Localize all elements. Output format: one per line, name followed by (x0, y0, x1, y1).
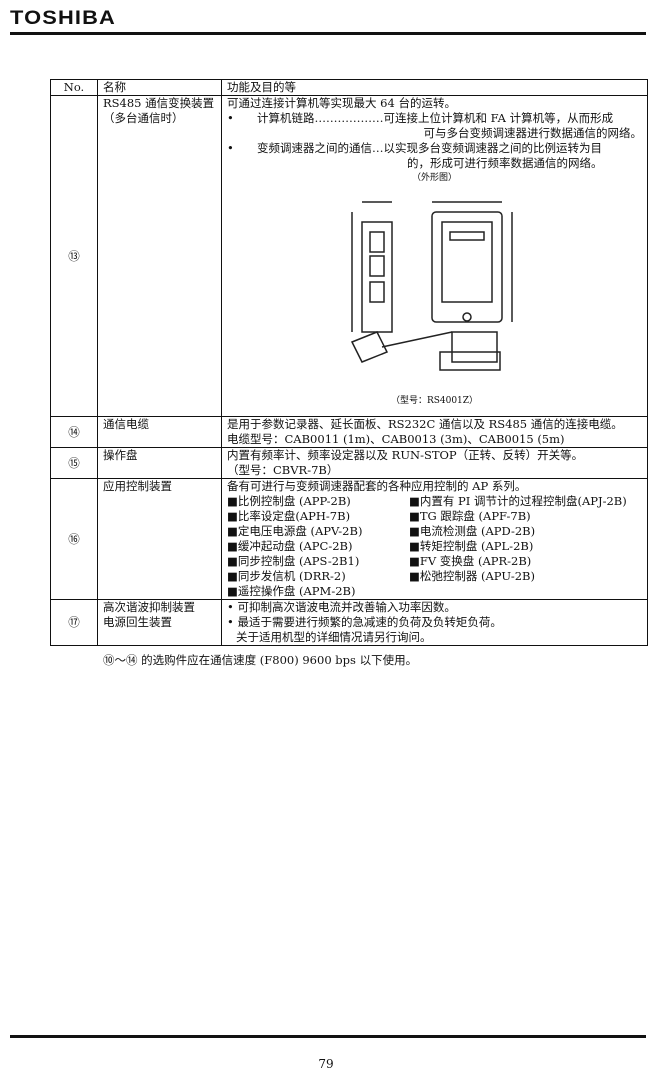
row-name: 操作盘 (97, 447, 222, 479)
row-description: 备有可进行与变频调速器配套的各种应用控制的 AP 系列。 ■比例控制盘 (APP… (221, 478, 648, 600)
table-row: ⑮ 操作盘 内置有频率计、频率设定器以及 RUN-STOP（正转、反转）开关等。… (50, 447, 648, 479)
row-name: 高次谐波抑制装置电源回生装置 (97, 599, 222, 646)
desc-line: 计算机链路………………可连接上位计算机和 FA 计算机等，从而形成 (257, 111, 614, 125)
bullet: • (227, 111, 234, 125)
list-item: ■内置有 PI 调节计的过程控制盘(APJ-2B) (409, 494, 627, 508)
figure-title: （外形图） (411, 173, 457, 183)
list-item: ■比例控制盘 (APP-2B) (227, 494, 351, 508)
list-item: ■缓冲起动盘 (APC-2B) (227, 539, 353, 553)
desc-line: 电缆型号：CAB0011 (1m)、CAB0013 (3m)、CAB0015 (… (227, 432, 565, 446)
desc-line: 是用于参数记录器、延长面板、RS232C 通信以及 RS485 通信的连接电缆。 (227, 417, 623, 431)
desc-line: 可通过连接计算机等实现最大 64 台的运转。 (227, 96, 456, 110)
row-number: ⑯ (50, 478, 98, 600)
row-name: 通信电缆 (97, 416, 222, 448)
table-row: ⑬ RS485 通信变换装置（多台通信时） 可通过连接计算机等实现最大 64 台… (50, 95, 648, 417)
row-description: • 可抑制高次谐波电流并改善输入功率因数。• 最适于需要进行频繁的急减速的负荷及… (221, 599, 648, 646)
list-item: ■TG 跟踪盘 (APF-7B) (409, 509, 531, 523)
desc-line: • 可抑制高次谐波电流并改善输入功率因数。 (227, 600, 456, 614)
list-item: ■定电压电源盘 (APV-2B) (227, 524, 363, 538)
options-table: No. 名称 功能及目的等 ⑬ RS485 通信变换装置（多台通信时） 可通过连… (50, 79, 648, 646)
desc-line: 关于适用机型的详细情况请另行询问。 (236, 630, 432, 644)
header-rule (10, 32, 646, 35)
list-item: ■转矩控制盘 (APL-2B) (409, 539, 534, 553)
row-description: 可通过连接计算机等实现最大 64 台的运转。 • 计算机链路………………可连接上位… (221, 95, 648, 417)
row-description: 是用于参数记录器、延长面板、RS232C 通信以及 RS485 通信的连接电缆。… (221, 416, 648, 448)
list-item: ■电流检测盘 (APD-2B) (409, 524, 536, 538)
footnote: ⑩～⑭ 的选购件应在通信速度 (F800) 9600 bps 以下使用。 (103, 653, 418, 667)
list-item: ■松弛控制器 (APU-2B) (409, 569, 535, 583)
table-row: ⑭ 通信电缆 是用于参数记录器、延长面板、RS232C 通信以及 RS485 通… (50, 416, 648, 448)
footer-rule (10, 1035, 646, 1038)
device-outline-drawing (350, 201, 513, 371)
desc-line: 的，形成可进行频率数据通信的网络。 (407, 156, 603, 170)
name-line: 电源回生装置 (103, 615, 172, 629)
header-function: 功能及目的等 (221, 79, 648, 96)
ap-series-list: ■比例控制盘 (APP-2B) ■内置有 PI 调节计的过程控制盘(APJ-2B)… (227, 494, 642, 599)
list-item: ■比率设定盘(APH-7B) (227, 509, 351, 523)
row-number: ⑮ (50, 447, 98, 479)
name-line: 高次谐波抑制装置 (103, 600, 195, 614)
list-item: ■遥控操作盘 (APM-2B) (227, 584, 356, 598)
desc-line: 备有可进行与变频调速器配套的各种应用控制的 AP 系列。 (227, 479, 527, 493)
row-name: RS485 通信变换装置（多台通信时） (97, 95, 222, 417)
desc-line: • 最适于需要进行频繁的急减速的负荷及负转矩负荷。 (227, 615, 502, 629)
bullet: • (227, 141, 234, 155)
header-name: 名称 (97, 79, 222, 96)
page-number: 79 (318, 1057, 334, 1071)
toshiba-logo: TOSHIBA (10, 8, 116, 29)
desc-line: 内置有频率计、频率设定器以及 RUN-STOP（正转、反转）开关等。 (227, 448, 584, 462)
list-item: ■FV 变换盘 (APR-2B) (409, 554, 532, 568)
row-number: ⑰ (50, 599, 98, 646)
desc-line: 可与多台变频调速器进行数据通信的网络。 (423, 126, 643, 140)
desc-line: （型号：CBVR-7B） (227, 463, 339, 477)
header-no: No. (50, 79, 98, 96)
list-item: ■同步控制盘 (APS-2B1) (227, 554, 360, 568)
table-row: ⑰ 高次谐波抑制装置电源回生装置 • 可抑制高次谐波电流并改善输入功率因数。• … (50, 599, 648, 646)
row-description: 内置有频率计、频率设定器以及 RUN-STOP（正转、反转）开关等。（型号：CB… (221, 447, 648, 479)
row-number: ⑬ (50, 95, 98, 417)
model-caption: （型号：RS4001Z） (390, 396, 479, 406)
table-row: ⑯ 应用控制装置 备有可进行与变频调速器配套的各种应用控制的 AP 系列。 ■比… (50, 478, 648, 600)
desc-line: 变频调速器之间的通信…以实现多台变频调速器之间的比例运转为目 (257, 141, 602, 155)
table-header: No. 名称 功能及目的等 (50, 79, 648, 96)
row-name: 应用控制装置 (97, 478, 222, 600)
list-item: ■同步发信机 (DRR-2) (227, 569, 346, 583)
row-number: ⑭ (50, 416, 98, 448)
